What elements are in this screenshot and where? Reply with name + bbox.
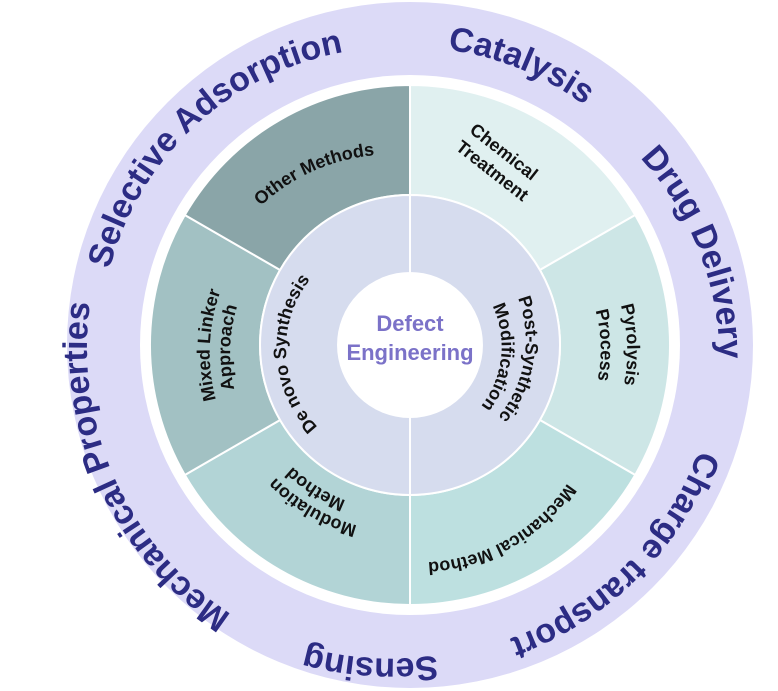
center-title-line1: Defect (376, 311, 444, 336)
center-circle (338, 273, 482, 417)
center-title-line2: Engineering (346, 340, 473, 365)
